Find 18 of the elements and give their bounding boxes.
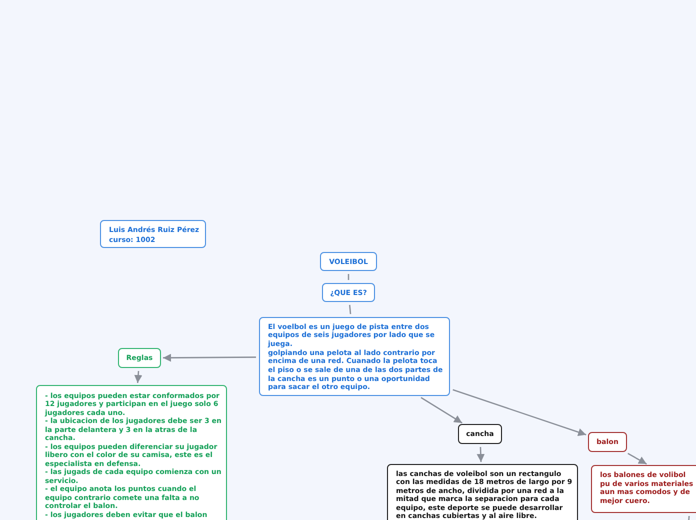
connector-line [685, 516, 690, 520]
author-card [100, 220, 206, 248]
arrow [628, 452, 647, 465]
title-box [320, 252, 377, 271]
arrow [134, 370, 142, 384]
arrow [476, 446, 485, 462]
topic-box [322, 283, 375, 302]
note-box [36, 385, 227, 520]
topic-box [588, 432, 627, 452]
connector-line [349, 304, 352, 314]
topic-box [458, 424, 502, 444]
note-box [259, 317, 450, 396]
note-box [387, 464, 578, 520]
arrow [452, 389, 586, 436]
arrow [163, 354, 256, 362]
topic-box [118, 348, 161, 368]
arrow [420, 397, 462, 424]
connector-line [348, 274, 350, 280]
